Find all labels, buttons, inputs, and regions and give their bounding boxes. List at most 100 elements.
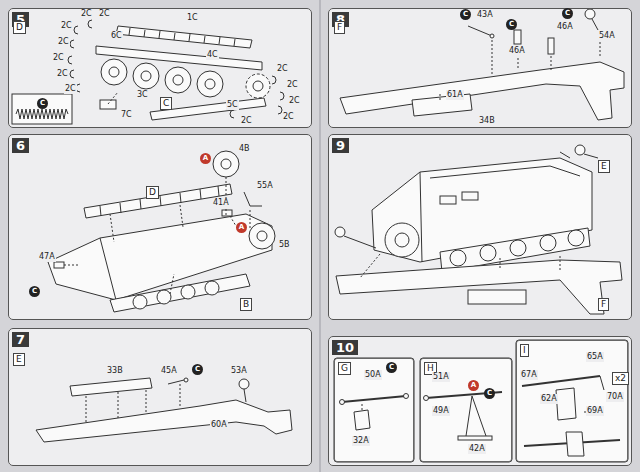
part-number: 2C (52, 53, 65, 63)
step6-art (110, 274, 250, 312)
glue-symbol: C (192, 364, 203, 375)
part-number: 49A (432, 406, 450, 416)
glue-symbol: C (506, 19, 517, 30)
part-number: 2C (80, 9, 93, 19)
step5-art (129, 28, 235, 46)
step5-art (108, 92, 118, 104)
sub-step-panel: I (516, 340, 628, 462)
step6-art (157, 290, 171, 304)
step10-art (556, 388, 576, 420)
step10-art (584, 376, 604, 412)
step10-art (334, 358, 414, 462)
step10-art (566, 432, 584, 456)
sprue-letter: B (240, 298, 252, 311)
step10-art (362, 404, 363, 410)
step9-art (395, 233, 409, 247)
step9-art (468, 290, 526, 304)
step7-art (36, 378, 292, 442)
step5-art (165, 67, 191, 93)
step10-art (404, 394, 409, 399)
part-number: 4B (238, 144, 251, 154)
part-number: 2C (56, 69, 69, 79)
sprue-letter: F (598, 298, 609, 311)
step7-art (184, 378, 188, 382)
part-number: 65A (586, 352, 604, 362)
step6-art (100, 238, 116, 300)
step9-art (440, 196, 456, 204)
step-panel: 7 (8, 328, 312, 466)
glue-symbol: C (562, 8, 573, 19)
sub-step-panel: H (420, 358, 512, 462)
step8-art (585, 9, 595, 19)
panel-ground (328, 336, 632, 466)
sprue-letter: D (146, 186, 159, 199)
step9-art (510, 240, 526, 256)
step10-art (342, 396, 406, 402)
step8-art (592, 19, 598, 30)
sub-step-letter: G (338, 362, 351, 375)
page-fold (319, 0, 321, 472)
part-number: 7C (120, 110, 133, 120)
step9-art (575, 145, 585, 155)
step-number: 9 (332, 138, 349, 153)
sub-step-letter: I (520, 344, 529, 357)
part-number: 2C (276, 64, 289, 74)
step10-art (522, 376, 600, 386)
part-number: 61A (446, 90, 464, 100)
step5-art (150, 98, 266, 120)
step5-art (246, 74, 270, 98)
panel-ground (8, 8, 312, 128)
panel-ground (8, 134, 312, 320)
part-number: 55A (256, 181, 274, 191)
step-panel: 9 (328, 134, 632, 320)
glue-symbol: C (37, 98, 48, 109)
part-number: 2C (240, 116, 253, 126)
step8-art (340, 9, 624, 120)
part-number: 50A (364, 370, 382, 380)
step-panel: 8 (328, 8, 632, 128)
step5-art (116, 26, 252, 48)
sprue-letter: C (160, 97, 172, 110)
step-panel: 5 (8, 8, 312, 128)
step5-art (173, 75, 183, 85)
step5-art (68, 20, 284, 118)
step9-art (344, 236, 376, 248)
step9-art (540, 235, 556, 251)
part-number: 45A (160, 366, 178, 376)
part-number: 5C (226, 100, 239, 110)
step9-art (430, 166, 580, 178)
step6-art (100, 186, 219, 216)
part-number: 2C (57, 37, 70, 47)
glue-symbol: C (460, 9, 471, 20)
part-number: 6C (110, 31, 123, 41)
part-number: 2C (60, 21, 73, 31)
step10-art (334, 340, 628, 462)
step-number: 5 (12, 12, 29, 27)
step10-art (466, 396, 486, 436)
part-number: 69A (586, 406, 604, 416)
paint-symbol: A (236, 222, 247, 233)
step7-art (86, 384, 180, 422)
step10-art (426, 392, 502, 398)
step9-art (335, 145, 622, 314)
step6-art (213, 151, 239, 177)
step8-art (490, 34, 494, 38)
panel-ground (8, 328, 312, 466)
step-panel: 10GHI (328, 336, 632, 466)
part-number: 2C (98, 9, 111, 19)
step10-art (516, 340, 628, 462)
step8-art (412, 94, 472, 116)
step9-art (335, 227, 345, 237)
step5-art (12, 94, 72, 124)
part-number: 2C (288, 96, 301, 106)
step9-art (462, 192, 478, 200)
step6-art (221, 159, 231, 169)
step7-art (70, 378, 152, 396)
part-number: 53A (230, 366, 248, 376)
step10-art (420, 358, 512, 462)
step6-art (205, 281, 219, 295)
step7-art (168, 380, 184, 384)
sub-step-panel: G (334, 358, 414, 462)
part-number: 54A (598, 31, 616, 41)
